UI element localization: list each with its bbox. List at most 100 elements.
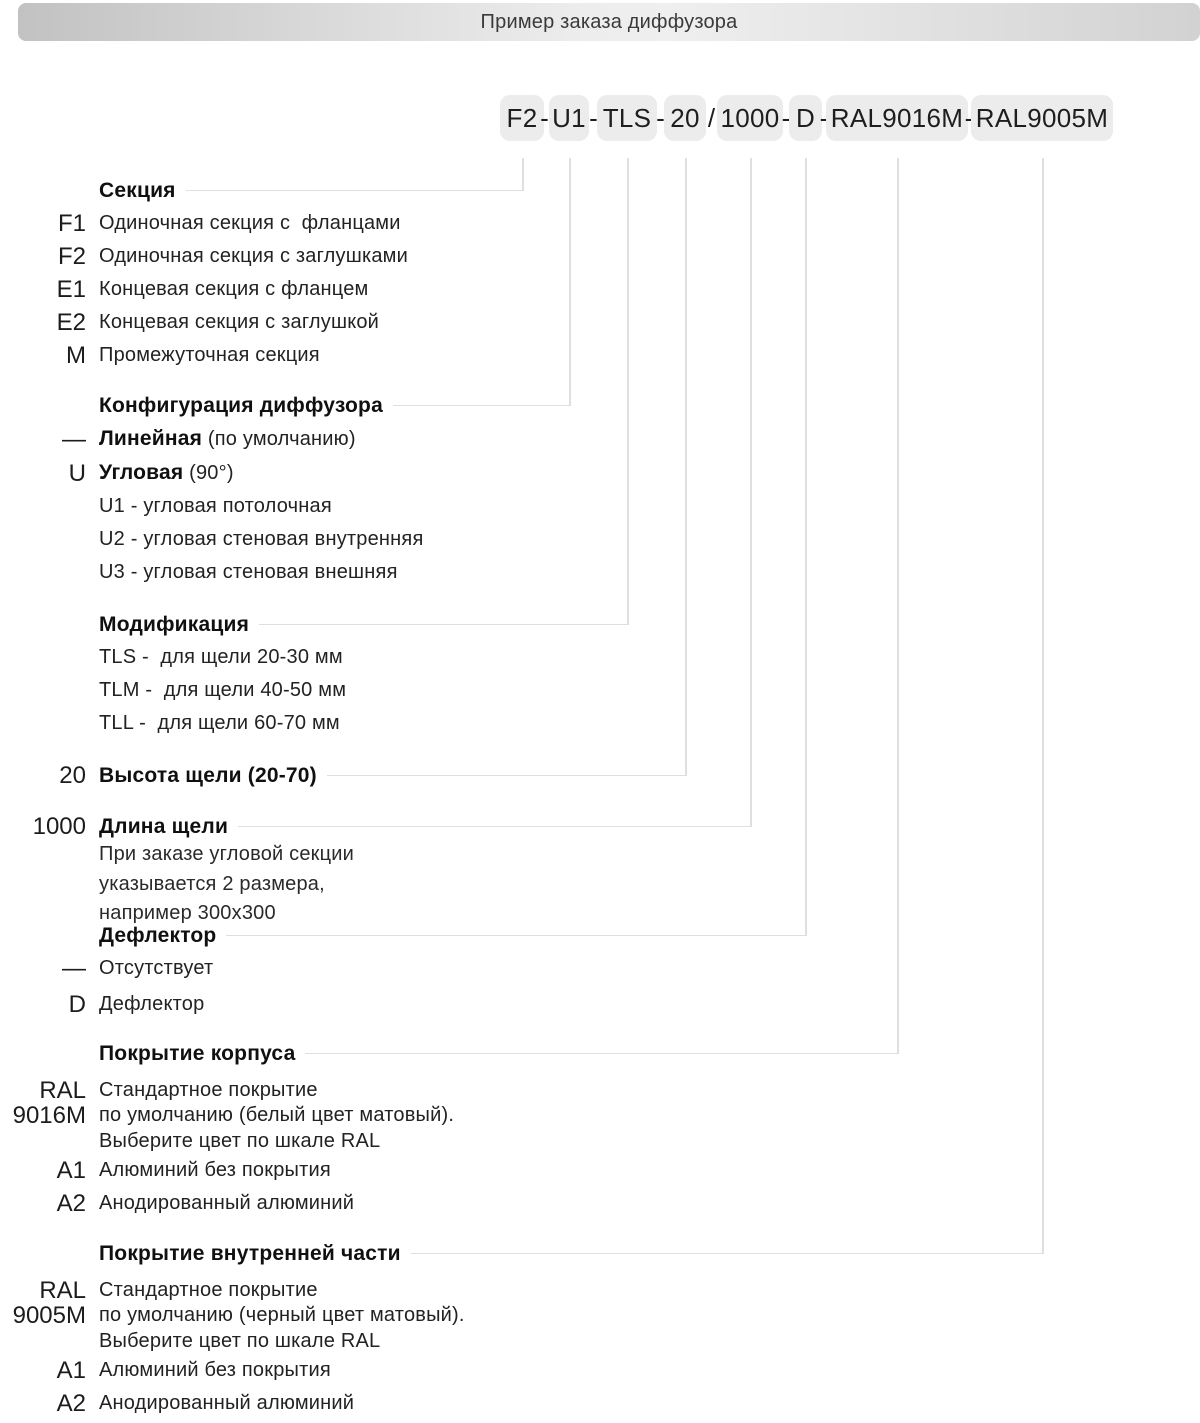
connector-hline-inner-coating xyxy=(410,1252,1042,1255)
item-code: — xyxy=(62,955,86,982)
item-code: F2 xyxy=(57,243,86,270)
connector-vline-modification xyxy=(627,158,629,625)
list-item: —Отсутствует xyxy=(0,952,805,985)
section-heading: Покрытие внутренней части xyxy=(99,1242,401,1265)
item-code: A1 xyxy=(56,1357,86,1385)
item-code: E1 xyxy=(56,276,86,303)
section-heading: Длина щели xyxy=(99,815,229,838)
connector-vline-deflector xyxy=(805,158,807,936)
code-separator: - xyxy=(540,102,549,133)
list-item: TLM - для щели 40-50 мм xyxy=(0,674,627,707)
item-text: Алюминий без покрытия xyxy=(99,1359,331,1382)
list-item: RAL 9016M Стандартное покрытие по умолча… xyxy=(0,1078,897,1154)
code-separator: - xyxy=(781,102,791,133)
item-code: E2 xyxy=(56,309,86,336)
item-text: Концевая секция с заглушкой xyxy=(99,311,380,333)
section-note: При заказе угловой секции указывается 2 … xyxy=(99,843,355,924)
item-code: — xyxy=(62,425,86,453)
code-box-configuration: U1 xyxy=(549,95,589,141)
connector-hline-configuration xyxy=(392,404,569,407)
code-box-body-coating: RAL9016M xyxy=(826,95,968,141)
list-item: — Линейная (по умолчанию) xyxy=(0,422,569,456)
section-heading: Высота щели (20-70) xyxy=(99,764,317,787)
section-slot-height: 20 Высота щели (20-70) xyxy=(0,759,685,792)
page-title: Пример заказа диффузора xyxy=(480,10,738,33)
item-text: U1 - угловая потолочная xyxy=(99,495,332,517)
item-text: Дефлектор xyxy=(99,993,205,1015)
list-item: A1 Алюминий без покрытия xyxy=(0,1154,897,1187)
list-item: D Дефлектор xyxy=(0,988,805,1021)
code-box-modification: TLS xyxy=(597,95,657,141)
list-item: F2 Одиночная секция с заглушками xyxy=(0,240,522,273)
item-text: TLL - для щели 60-70 мм xyxy=(99,712,340,734)
section-configuration: Конфигурация диффузора — Линейная (по ум… xyxy=(0,389,569,589)
code-separator-slash: / xyxy=(707,102,716,133)
item-text: U3 - угловая стеновая внешняя xyxy=(99,561,398,583)
section-section: Секция F1 Одиночная секция с фланцами F2 О… xyxy=(0,174,522,372)
section-modification: Модификация TLS - для щели 20-30 мм TLM … xyxy=(0,608,627,740)
item-text: TLS - для щели 20-30 мм xyxy=(99,646,343,668)
list-item: U2 - угловая стеновая внутренняя xyxy=(0,523,569,556)
item-text: U2 - угловая стеновая внутренняя xyxy=(99,528,424,550)
code-box-section: F2 xyxy=(500,95,544,141)
item-text: Анодированный алюминий xyxy=(99,1192,355,1215)
list-item: E1 Концевая секция с фланцем xyxy=(0,273,522,306)
code-box-deflector: D xyxy=(789,95,822,141)
item-code: RAL 9005M xyxy=(12,1277,86,1330)
list-item: U3 - угловая стеновая внешняя xyxy=(0,556,569,589)
connector-hline-body-coating xyxy=(305,1052,897,1055)
connector-vline-body-coating xyxy=(897,158,899,1054)
item-text: Стандартное покрытие по умолчанию (черны… xyxy=(99,1279,465,1352)
item-code: RAL 9016M xyxy=(12,1077,86,1130)
item-text: Концевая секция с фланцем xyxy=(99,278,369,300)
connector-vline-slot-height xyxy=(685,158,687,776)
connector-hline-slot-height xyxy=(326,774,685,777)
item-code: 1000 xyxy=(32,813,86,840)
section-heading: Покрытие корпуса xyxy=(99,1042,296,1065)
list-item: TLL - для щели 60-70 мм xyxy=(0,707,627,740)
connector-hline-section xyxy=(185,189,522,192)
list-item: A2 Анодированный алюминий xyxy=(0,1387,1042,1420)
item-text: Промежуточная секция xyxy=(99,344,320,366)
item-code: F1 xyxy=(57,210,86,237)
code-box-inner-coating: RAL9005M xyxy=(971,95,1113,141)
section-heading: Секция xyxy=(99,179,176,202)
item-text: TLM - для щели 40-50 мм xyxy=(99,679,347,701)
item-code: A1 xyxy=(56,1157,86,1185)
list-item: F1 Одиночная секция с фланцами xyxy=(0,207,522,240)
code-separator: - xyxy=(819,102,829,133)
list-item: U1 - угловая потолочная xyxy=(0,490,569,523)
list-item: RAL 9005M Стандартное покрытие по умолча… xyxy=(0,1278,1042,1354)
item-code: D xyxy=(68,991,86,1018)
connector-vline-section xyxy=(522,158,524,191)
section-heading: Дефлектор xyxy=(99,924,217,947)
list-item: U Угловая (90°) xyxy=(0,456,569,490)
code-separator: - xyxy=(656,102,665,133)
item-text: Стандартное покрытие по умолчанию (белый… xyxy=(99,1079,455,1152)
code-separator: - xyxy=(964,102,974,133)
section-heading: Модификация xyxy=(99,613,250,636)
item-code: 20 xyxy=(59,762,86,789)
item-text: Одиночная секция с заглушками xyxy=(99,245,409,267)
item-code: A2 xyxy=(56,1190,86,1218)
section-deflector: Дефлектор —Отсутствует D Дефлектор xyxy=(0,919,805,1021)
item-text: Анодированный алюминий xyxy=(99,1392,355,1415)
item-code: M xyxy=(66,342,86,369)
code-separator: - xyxy=(589,102,598,133)
connector-vline-configuration xyxy=(569,158,571,406)
item-text: Одиночная секция с фланцами xyxy=(99,212,401,234)
item-text: Алюминий без покрытия xyxy=(99,1159,331,1182)
item-text: Линейная (по умолчанию) xyxy=(99,427,356,450)
list-item: A2 Анодированный алюминий xyxy=(0,1187,897,1220)
connector-vline-slot-length xyxy=(750,158,752,827)
code-box-slot-height: 20 xyxy=(664,95,706,141)
connector-hline-slot-length xyxy=(238,825,750,828)
connector-hline-modification xyxy=(259,623,627,626)
section-heading: Конфигурация диффузора xyxy=(99,394,383,417)
code-box-slot-length: 1000 xyxy=(717,95,783,141)
section-body-coating: Покрытие корпуса RAL 9016M Стандартное п… xyxy=(0,1037,897,1220)
connector-hline-deflector xyxy=(226,934,805,937)
item-code: A2 xyxy=(56,1390,86,1418)
list-item: TLS - для щели 20-30 мм xyxy=(0,641,627,674)
